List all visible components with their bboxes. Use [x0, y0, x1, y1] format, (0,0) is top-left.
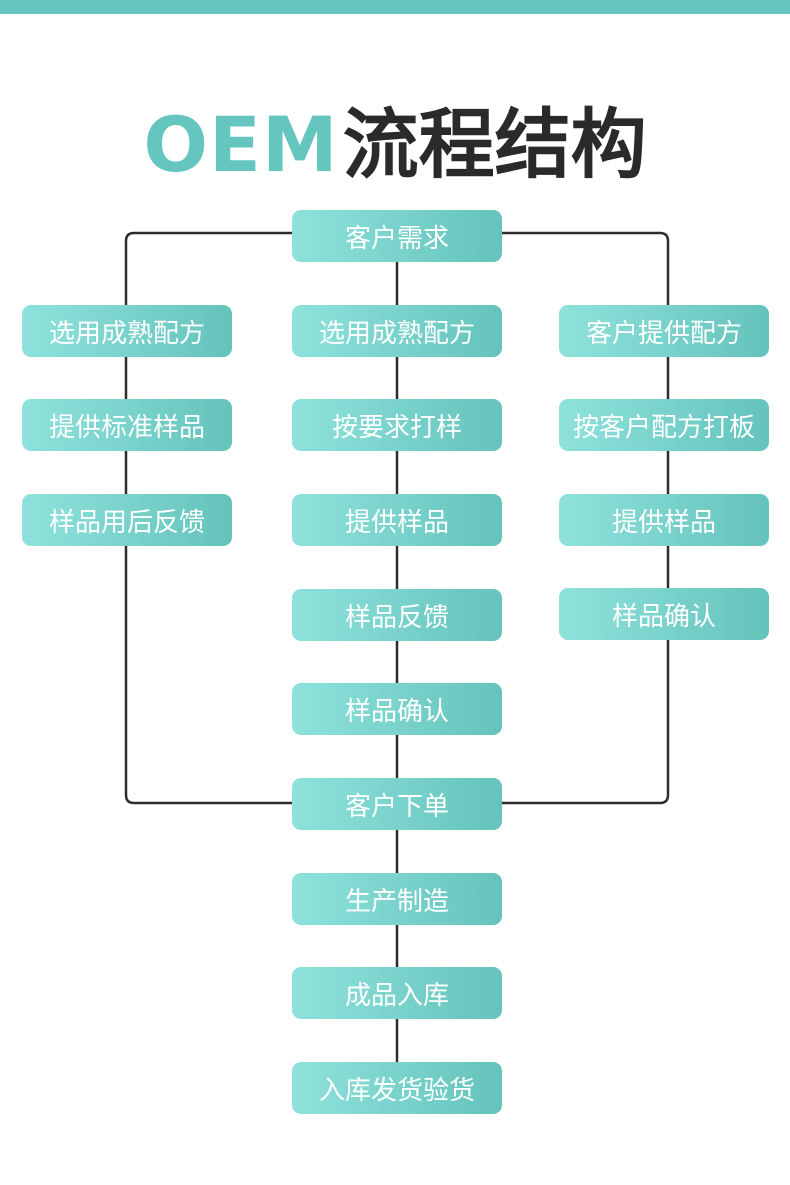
after-node-1: 生产制造 — [292, 873, 502, 925]
title-process-structure: 流程结构 — [342, 100, 647, 189]
after-node-3: 入库发货验货 — [292, 1062, 502, 1114]
center-node-3: 提供样品 — [292, 494, 502, 546]
page-title: OEM流程结构 — [0, 100, 790, 190]
center-node-4: 样品反馈 — [292, 589, 502, 641]
right-node-3: 提供样品 — [559, 494, 769, 546]
right-node-2: 按客户配方打板 — [559, 399, 769, 451]
node-customer-demand: 客户需求 — [292, 210, 502, 262]
after-node-2: 成品入库 — [292, 967, 502, 1019]
title-oem: OEM — [143, 100, 339, 189]
node-customer-order: 客户下单 — [292, 778, 502, 830]
left-node-3: 样品用后反馈 — [22, 494, 232, 546]
center-node-2: 按要求打样 — [292, 399, 502, 451]
center-node-5: 样品确认 — [292, 683, 502, 735]
center-node-1: 选用成熟配方 — [292, 305, 502, 357]
top-accent-bar — [0, 0, 790, 14]
right-node-4: 样品确认 — [559, 588, 769, 640]
left-node-1: 选用成熟配方 — [22, 305, 232, 357]
left-node-2: 提供标准样品 — [22, 399, 232, 451]
right-node-1: 客户提供配方 — [559, 305, 769, 357]
